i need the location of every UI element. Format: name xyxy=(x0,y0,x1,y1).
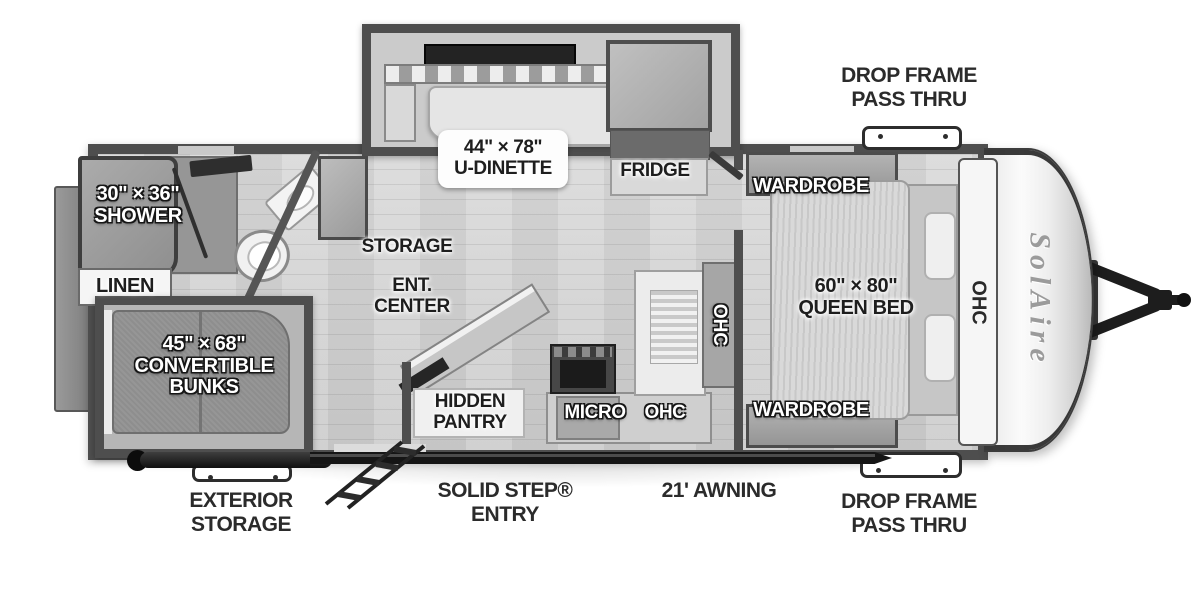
pillow-bottom xyxy=(924,314,956,382)
queen-bed-label: 60" × 80" QUEEN BED xyxy=(776,275,936,319)
queen-bed xyxy=(770,180,910,420)
solid-step-callout: SOLID STEP® ENTRY xyxy=(437,479,573,526)
dinette-label-box xyxy=(438,130,568,188)
hidden-pantry-label: HIDDEN PANTRY xyxy=(433,391,507,433)
bed-size: 60" × 80" xyxy=(814,275,898,297)
hitch-a-frame xyxy=(1082,260,1191,340)
bunk-seam xyxy=(199,312,202,432)
bed-name: QUEEN BED xyxy=(798,296,914,319)
bed-ohc-label: OHC xyxy=(967,279,990,325)
dinette-label: 44" × 78" U-DINETTE xyxy=(440,137,566,179)
kitchen-sink xyxy=(650,290,698,364)
brand-logo: SolAire xyxy=(998,170,1082,430)
linen-label: LINEN xyxy=(95,275,154,297)
bedroom-wall xyxy=(734,230,743,452)
brand-logo-text: SolAire xyxy=(1024,232,1058,368)
wardrobe-bottom-label: WARDROBE xyxy=(753,399,869,421)
drop-frame-tab-bottom xyxy=(860,452,962,478)
oven xyxy=(560,360,606,388)
stove-burners xyxy=(554,347,612,357)
drop-frame-top-callout: DROP FRAME PASS THRU xyxy=(841,64,977,111)
bed-ohc-cabinet: OHC xyxy=(958,158,998,446)
fridge-top xyxy=(610,130,710,160)
wardrobe-top-label: WARDROBE xyxy=(753,175,869,197)
tab-dot xyxy=(273,475,278,480)
window-rear xyxy=(178,146,234,154)
ent-center-label: ENT. CENTER xyxy=(374,275,450,317)
bunks-size: 45" × 68" xyxy=(162,333,246,355)
tab-dot xyxy=(878,134,883,139)
drop-frame-tab-top xyxy=(862,126,962,150)
counter-ohc-label: OHC xyxy=(644,402,686,423)
awning-callout: 21' AWNING xyxy=(661,479,777,502)
dinette-bench-left xyxy=(384,84,416,142)
shower-label: 30" × 36" SHOWER xyxy=(80,183,196,227)
micro-label: MICRO xyxy=(564,402,626,423)
kitchen-ohc-cabinet: OHC xyxy=(702,262,736,388)
window-bedroom xyxy=(790,146,854,154)
tab-dot xyxy=(208,475,213,480)
tab-dot xyxy=(943,468,948,473)
fridge xyxy=(610,158,708,196)
shower-size: 30" × 36" xyxy=(96,183,180,205)
exterior-storage-callout: EXTERIOR STORAGE xyxy=(189,489,293,536)
exterior-storage-bar xyxy=(140,452,332,468)
bedroom-wall-top xyxy=(734,150,743,170)
fridge-cabinet xyxy=(606,40,712,132)
drop-frame-bottom-callout: DROP FRAME PASS THRU xyxy=(841,490,977,537)
dinette-size: 44" × 78" xyxy=(463,137,543,158)
awning-bar xyxy=(310,452,892,464)
entry-steps xyxy=(324,440,426,510)
front-cap xyxy=(984,148,1094,452)
entry-side-wall xyxy=(402,362,411,444)
tab-dot xyxy=(876,468,881,473)
bunks-label: 45" × 68" CONVERTIBLE BUNKS xyxy=(128,333,280,399)
tab-dot xyxy=(943,134,948,139)
awning-highlight xyxy=(310,454,875,457)
fridge-label: FRIDGE xyxy=(620,160,690,181)
microwave xyxy=(556,396,620,440)
storage-label: STORAGE xyxy=(361,236,453,257)
bunks-name: CONVERTIBLE BUNKS xyxy=(134,354,274,399)
pillow-top xyxy=(924,212,956,280)
shower-name: SHOWER xyxy=(94,204,182,227)
dinette-name: U-DINETTE xyxy=(454,157,552,179)
kitchen-ohc-label: OHC xyxy=(709,303,731,347)
bunk-sideboard xyxy=(104,310,112,434)
hidden-pantry-cabinet xyxy=(413,388,525,438)
bath-cabinet xyxy=(318,156,368,240)
